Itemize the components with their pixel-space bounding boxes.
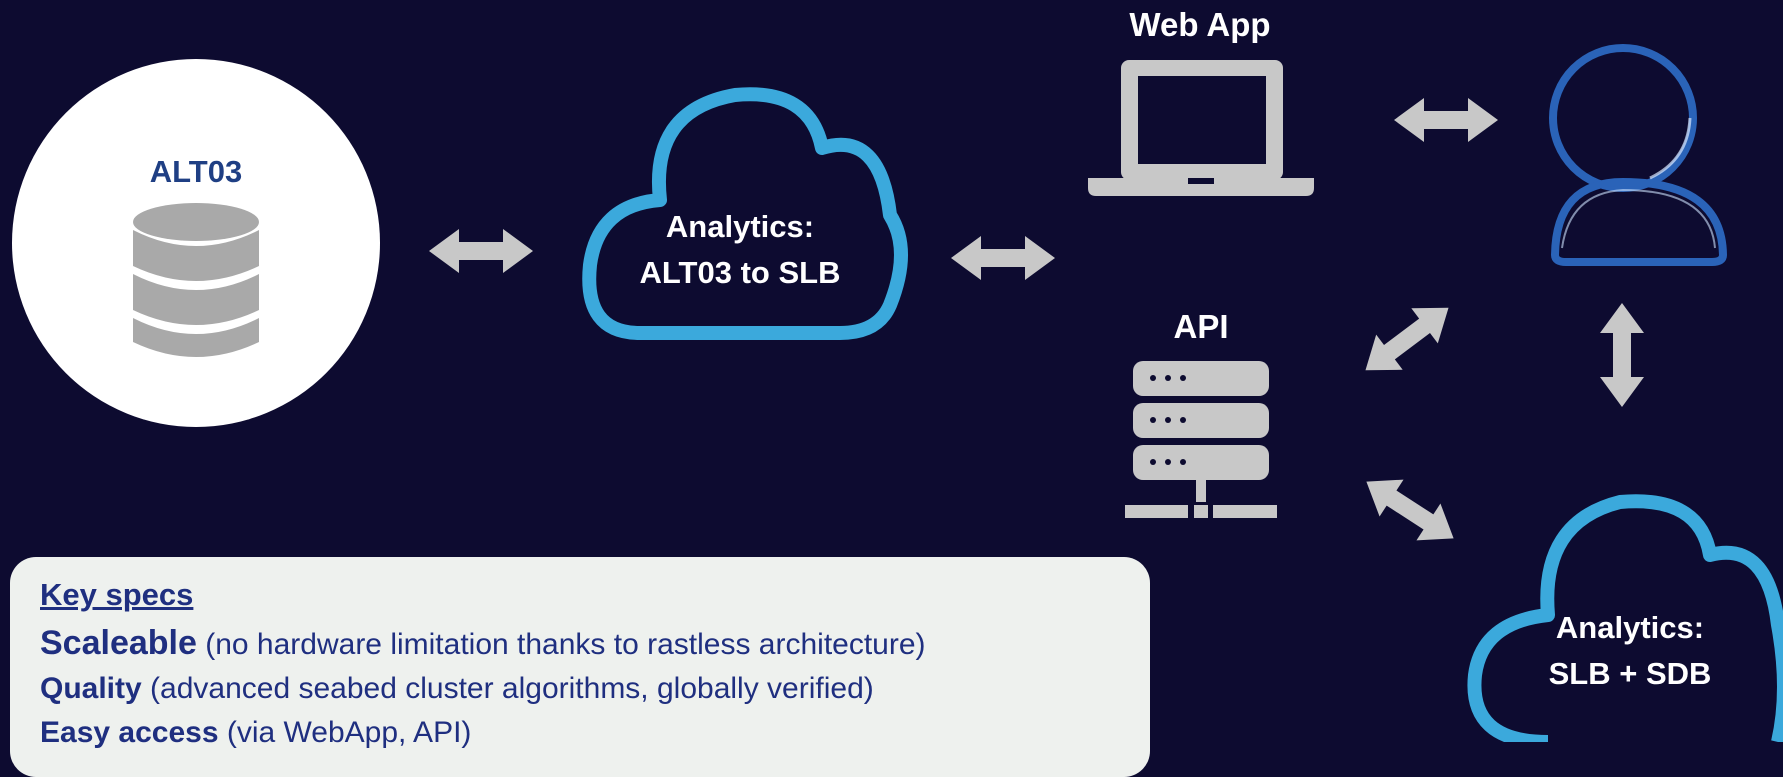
cloud-left-outline — [582, 87, 908, 340]
cloud-right-line1: Analytics: — [1555, 610, 1705, 645]
cloud-left-line2: ALT03 to SLB — [639, 255, 841, 290]
arrow-webapp-user — [1394, 98, 1498, 142]
arrow-api-cloud — [1354, 463, 1466, 557]
spec-item: Scaleable (no hardware limitation thanks… — [40, 621, 1120, 667]
user-icon — [1549, 44, 1727, 266]
spec-item-name: Easy access — [40, 716, 219, 749]
cloud-right-label: Analytics: SLB + SDB — [1520, 605, 1740, 697]
spec-item-name: Quality — [40, 672, 142, 705]
laptop-icon — [1088, 60, 1314, 196]
spec-item: Quality (advanced seabed cluster algorit… — [40, 667, 1120, 711]
web-app-label: Web App — [1129, 6, 1271, 43]
cloud-right-line2: SLB + SDB — [1548, 656, 1712, 691]
cloud-left-line1: Analytics: — [665, 209, 815, 244]
cloud-right-outline — [1467, 494, 1783, 742]
spec-item-detail: (no hardware limitation thanks to rastle… — [196, 628, 926, 661]
arrow-user-cloud — [1600, 303, 1644, 407]
arrow-db-cloud — [429, 229, 533, 273]
spec-item-name: Scaleable — [40, 624, 197, 662]
api-label: API — [1173, 308, 1229, 345]
database-icon — [133, 203, 259, 357]
key-specs-panel: Key specs Scaleable (no hardware limitat… — [10, 557, 1150, 777]
server-icon — [1125, 361, 1277, 518]
arrow-api-user — [1352, 290, 1462, 388]
spec-item-detail: (advanced seabed cluster algorithms, glo… — [141, 672, 874, 705]
arrow-cloud-services — [951, 236, 1055, 280]
key-specs-title: Key specs — [40, 577, 194, 612]
database-node — [12, 59, 380, 427]
cloud-left-label: Analytics: ALT03 to SLB — [630, 204, 850, 296]
diagram-canvas — [12, 44, 1783, 742]
spec-item: Easy access (via WebApp, API) — [40, 711, 1120, 755]
spec-item-detail: (via WebApp, API) — [218, 716, 472, 749]
database-title: ALT03 — [149, 154, 243, 189]
